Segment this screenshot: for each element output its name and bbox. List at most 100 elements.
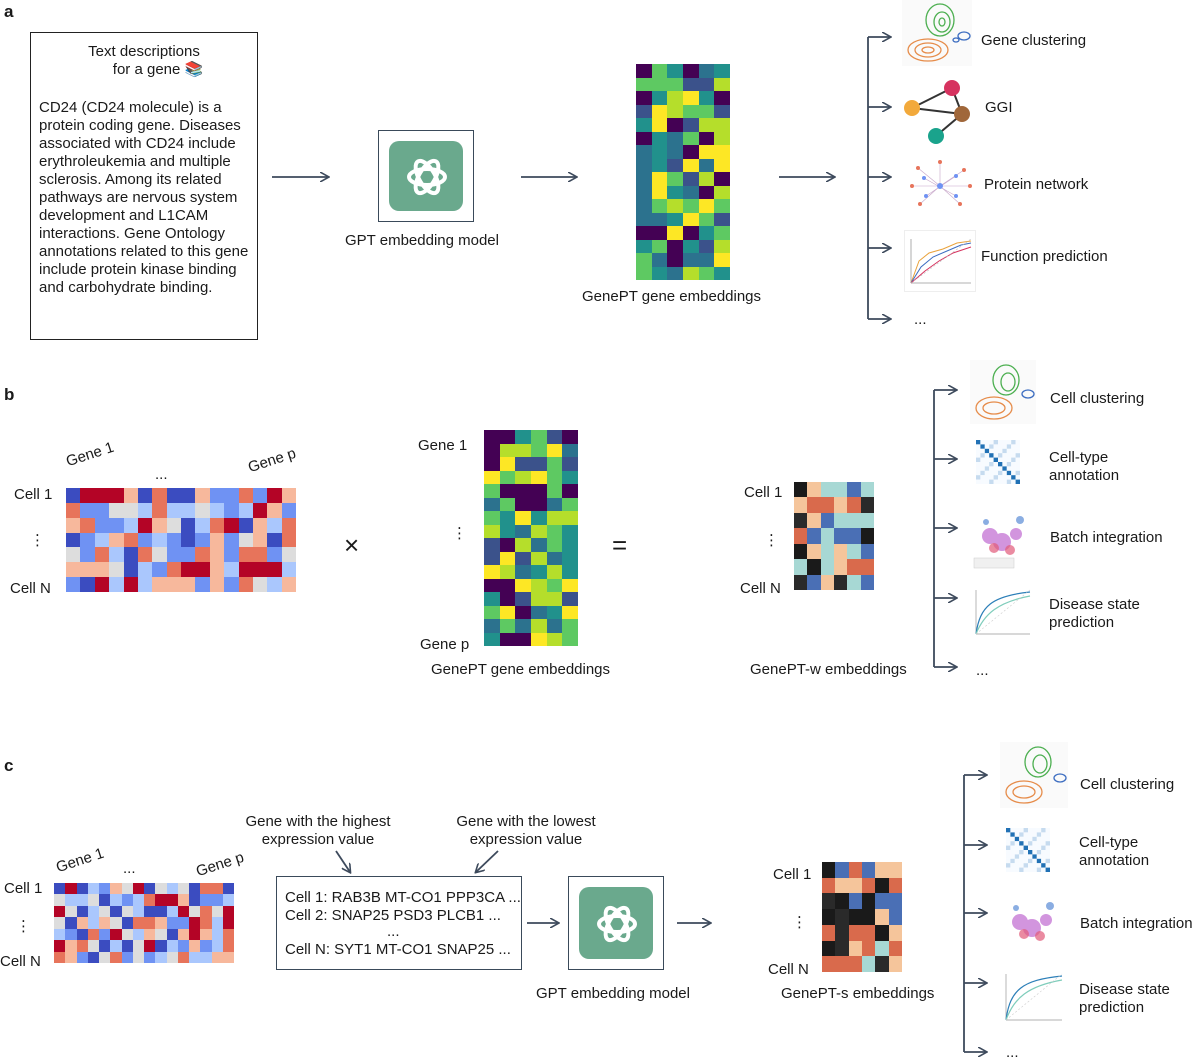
- ranked-genes-box: Cell 1: RAB3B MT-CO1 PPP3CA ... Cell 2: …: [276, 876, 522, 970]
- heatmap-cell: [137, 502, 153, 518]
- heatmap-cell: [848, 909, 862, 925]
- heatmap-cell: [794, 512, 808, 529]
- sentence-cell-2: Cell 2: SNAP25 PSD3 PLCB1 ...: [285, 907, 501, 924]
- heatmap-cell: [166, 547, 181, 563]
- heatmap-cell: [562, 619, 578, 633]
- heatmap-cell: [667, 239, 683, 253]
- cm-cell: [1011, 440, 1016, 445]
- heatmap-cell: [238, 547, 253, 563]
- gene-description-text: CD24 (CD24 molecule) is a protein coding…: [39, 99, 249, 296]
- heatmap-cell: [137, 532, 153, 548]
- heatmap-cell: [794, 528, 808, 544]
- heatmap-cell: [87, 928, 99, 941]
- heatmap-cell: [847, 574, 861, 590]
- heatmap-cell: [822, 924, 836, 941]
- heatmap-cell: [152, 488, 167, 503]
- heatmap-cell: [888, 940, 902, 957]
- cm-cell: [1023, 828, 1028, 833]
- cm-cell: [1041, 841, 1046, 846]
- heatmap-cell: [109, 562, 124, 578]
- heatmap-cell: [848, 893, 862, 910]
- genept-w-matrix: [794, 482, 874, 590]
- s-row-first: Cell 1: [773, 866, 812, 883]
- heatmap-cell: [683, 104, 699, 118]
- heatmap-cell: [683, 64, 699, 78]
- heatmap-cell: [94, 532, 110, 548]
- heatmap-cell: [714, 239, 730, 253]
- heatmap-cell: [181, 532, 196, 548]
- cell-clustering-thumbnail-b: [970, 360, 1036, 424]
- heatmap-cell: [515, 551, 531, 565]
- heatmap-cell: [651, 145, 668, 159]
- heatmap-cell: [267, 532, 282, 548]
- heatmap-cell: [484, 605, 500, 619]
- heatmap-cell: [80, 488, 95, 503]
- heatmap-cell: [155, 928, 167, 941]
- heatmap-cell: [683, 212, 699, 226]
- heatmap-cell: [515, 538, 531, 552]
- heatmap-cell: [848, 940, 862, 957]
- cm-cell: [1011, 475, 1016, 480]
- heatmap-cell: [875, 909, 889, 925]
- heatmap-cell: [211, 905, 223, 918]
- heatmap-cell: [123, 488, 138, 503]
- heatmap-cell: [166, 532, 181, 548]
- heatmap-cell: [714, 91, 730, 105]
- heatmap-cell: [820, 543, 834, 560]
- heatmap-cell: [714, 172, 730, 186]
- heatmap-cell: [209, 502, 225, 518]
- cm-cell: [1002, 448, 1007, 454]
- cm-cell: [1011, 457, 1016, 462]
- heatmap-cell: [144, 940, 156, 952]
- heatmap-cell: [166, 951, 178, 963]
- heatmap-cell: [714, 145, 730, 159]
- heatmap-cell: [132, 883, 144, 895]
- heatmap-cell: [267, 488, 282, 503]
- heatmap-cell: [181, 502, 196, 518]
- heatmap-cell: [267, 562, 282, 578]
- heatmap-cell: [177, 917, 189, 929]
- cm-cell: [1006, 448, 1012, 454]
- cm-cell: [1014, 858, 1020, 864]
- cm-cell: [1041, 867, 1046, 872]
- heatmap-cell: [698, 131, 715, 145]
- matrix-c-row-first: Cell 1: [4, 880, 43, 897]
- heatmap-cell: [847, 559, 861, 575]
- cm-cell: [1041, 828, 1046, 833]
- heatmap-cell: [835, 862, 849, 878]
- heatmap-cell: [238, 532, 253, 548]
- heatmap-cell: [683, 185, 699, 199]
- cm-cell: [1019, 832, 1024, 837]
- heatmap-cell: [651, 64, 668, 78]
- heatmap-cell: [546, 551, 563, 565]
- disease-prediction-thumbnail-b: [972, 586, 1032, 640]
- heatmap-cell: [822, 877, 836, 894]
- heatmap-cell: [484, 632, 500, 646]
- cm-cell: [1036, 828, 1042, 833]
- cm-cell: [1006, 475, 1012, 480]
- cm-cell: [998, 448, 1003, 454]
- cm-cell: [1010, 828, 1015, 833]
- heatmap-cell: [875, 956, 889, 972]
- heatmap-cell: [181, 488, 196, 503]
- text-box-title-2: for a gene 📚: [112, 61, 204, 78]
- heatmap-cell: [794, 543, 808, 560]
- cm-cell: [976, 470, 981, 476]
- heatmap-cell: [546, 470, 563, 484]
- heatmap-cell: [132, 905, 144, 918]
- heatmap-cell: [109, 577, 124, 592]
- batch-integration-thumbnail-b: [972, 508, 1032, 570]
- heatmap-cell: [222, 894, 234, 906]
- cm-cell: [976, 466, 981, 471]
- heatmap-cell: [99, 905, 111, 918]
- genept-s-label: GenePT-s embeddings: [781, 985, 935, 1002]
- heatmap-cell: [177, 894, 189, 906]
- heatmap-cell: [166, 917, 178, 929]
- heatmap-cell: [667, 64, 683, 78]
- cm-cell: [1014, 841, 1020, 846]
- cm-cell: [998, 457, 1003, 462]
- cm-cell: [1045, 854, 1050, 859]
- cm-cell: [989, 462, 994, 467]
- cm-cell: [1015, 453, 1020, 458]
- arrow-highest: [335, 850, 350, 872]
